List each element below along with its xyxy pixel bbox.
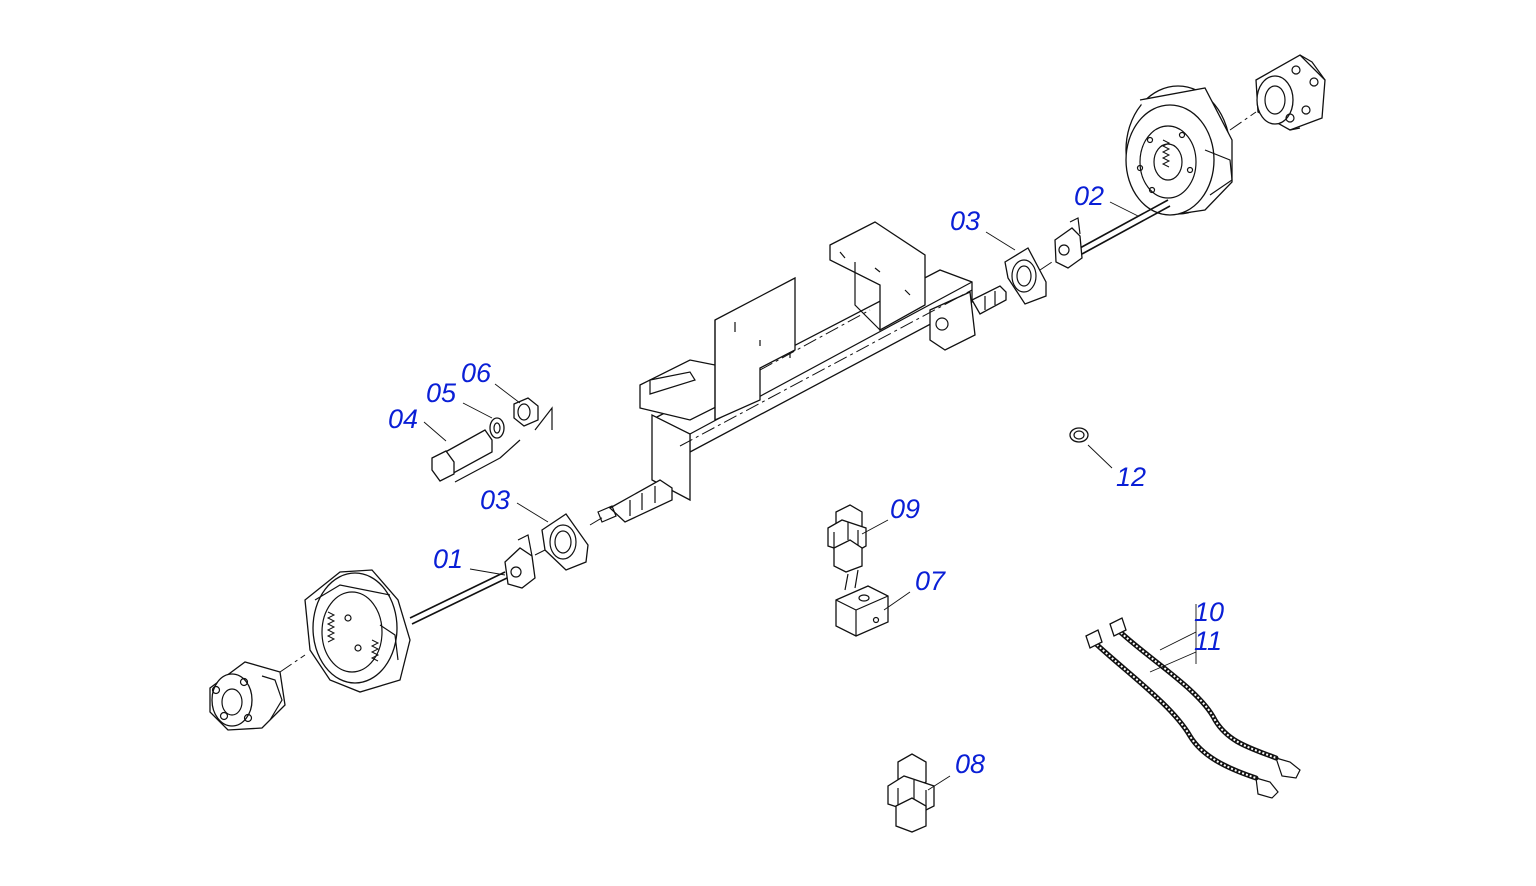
left-camshaft (409, 534, 536, 625)
fitting-08 (887, 753, 935, 833)
axle-beam (597, 221, 1007, 523)
hose-10 (1109, 617, 1301, 779)
right-camshaft (1054, 199, 1171, 269)
left-flange-centerline (589, 515, 606, 526)
leader-lines (423, 201, 1197, 791)
nut-06 (513, 397, 539, 427)
right-flange (1004, 247, 1047, 305)
bolt-group-bracket (454, 406, 553, 483)
block-07 (835, 585, 889, 637)
callout-11: 11 (1194, 626, 1222, 656)
left-cam-centerline (534, 549, 546, 556)
right-centerline (1229, 111, 1257, 131)
right-hub (1255, 54, 1326, 131)
callout-09: 09 (890, 494, 920, 524)
callout-05: 05 (426, 378, 457, 408)
washer-12 (1069, 427, 1089, 443)
callout-02: 02 (1074, 181, 1104, 211)
callout-07: 07 (915, 566, 946, 596)
callout-12: 12 (1116, 462, 1146, 492)
washer-05 (489, 417, 505, 439)
left-brake-drum (304, 569, 411, 693)
bolt-04 (431, 429, 493, 482)
callout-03-right: 03 (950, 206, 980, 236)
right-flange-centerline (1039, 259, 1056, 271)
fitting-09-link (844, 569, 859, 591)
callout-10: 10 (1194, 597, 1224, 627)
callout-06: 06 (461, 358, 492, 388)
callout-03-left: 03 (480, 485, 510, 515)
callout-08: 08 (955, 749, 985, 779)
left-hub-centerline (279, 654, 306, 673)
fitting-09 (827, 504, 867, 573)
right-brake-drum (1125, 85, 1233, 216)
callout-04: 04 (388, 404, 418, 434)
left-hub (209, 661, 286, 731)
hose-11 (1085, 629, 1279, 799)
callout-01: 01 (433, 544, 463, 574)
left-flange (541, 513, 589, 571)
